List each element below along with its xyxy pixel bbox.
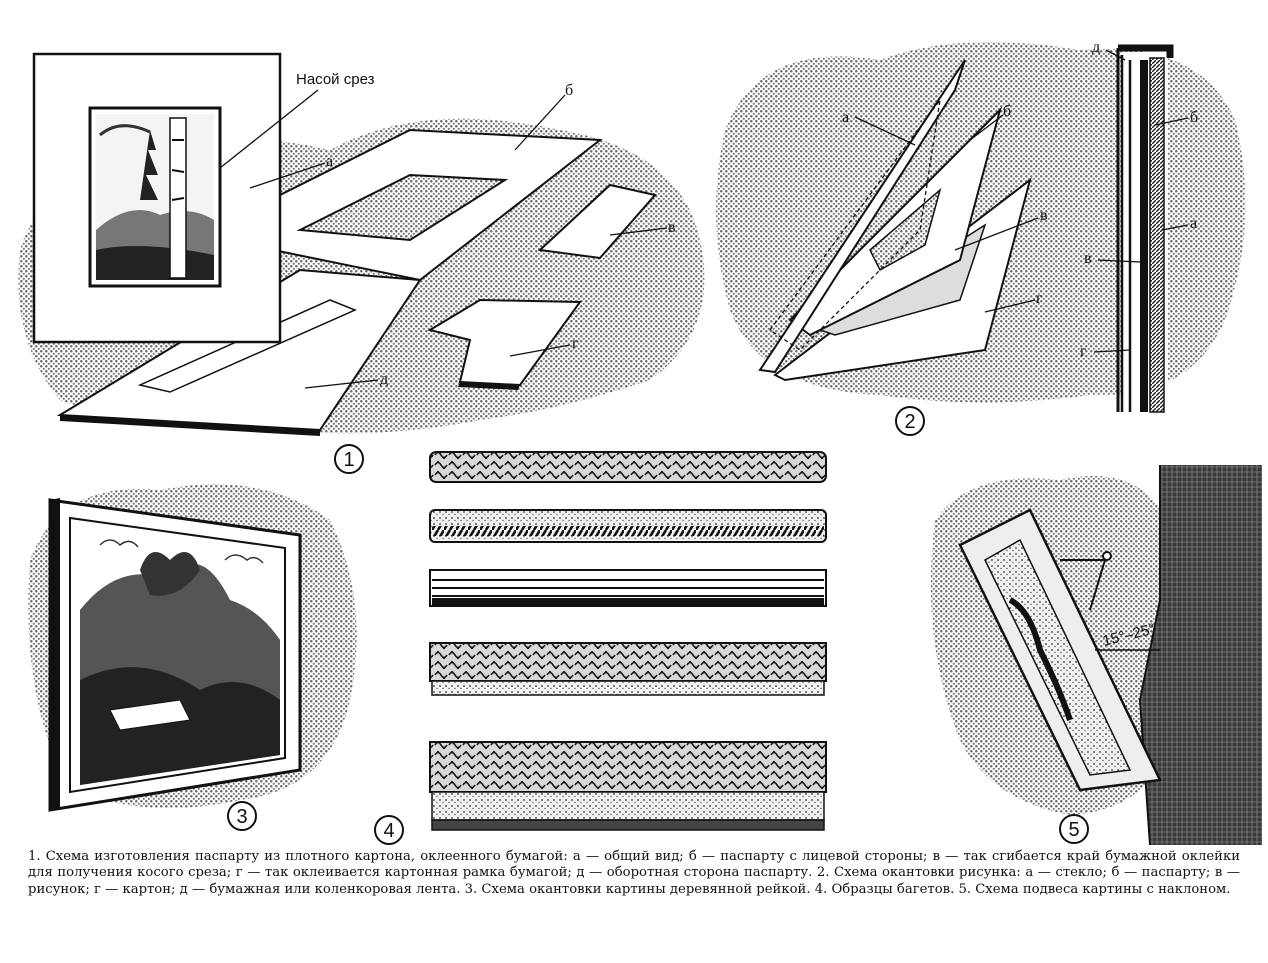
leader-kosoy-srez [219, 89, 319, 169]
leader-2v [954, 217, 1039, 251]
figure-number-4-circle [374, 815, 404, 845]
leader-a [249, 162, 326, 189]
figure-number-2-circle [895, 406, 925, 436]
leader-2b [969, 114, 1004, 141]
figure-caption: 1. Схема изготовления паспарту из плотно… [28, 849, 1240, 897]
figure-number-1: 1 [343, 449, 354, 471]
leader-xs-b [1154, 117, 1189, 126]
figure-5-tilted-hanging: 15°–25° 5 [930, 465, 1262, 845]
figure-2-framing-scheme: а б в г д б а в г 2 [716, 39, 1246, 436]
figure-number-3: 3 [236, 806, 247, 828]
label-1v: в [668, 219, 676, 236]
back-side-edge [60, 415, 320, 436]
glass-outline-dashed [769, 99, 941, 351]
leader-2a [854, 116, 916, 146]
tilted-frame-inner [984, 538, 1132, 776]
leader-2g [984, 299, 1036, 313]
baguette-4 [429, 642, 827, 696]
passepartout-window [296, 173, 509, 242]
leader-v [609, 227, 668, 236]
figure-4-baguette-samples: 4 [374, 451, 827, 845]
figure-3-framed-picture: 3 [28, 484, 357, 831]
figure-number-2: 2 [904, 411, 915, 433]
glass-sheet [758, 59, 966, 374]
figure-1-passepartout-parts: Насой срез а б в г д 1 [18, 52, 705, 474]
label-xs-g: г [1080, 343, 1087, 360]
folded-edge-piece [537, 183, 657, 260]
baguette-3 [429, 569, 827, 607]
label-1b: б [565, 82, 573, 99]
label-1g: г [572, 335, 579, 352]
leader-g [509, 344, 571, 357]
label-xs-v: в [1084, 250, 1092, 267]
label-xs-d: д [1092, 39, 1100, 56]
frame-side [50, 498, 60, 810]
label-2g: г [1036, 290, 1043, 307]
baguette-5 [429, 741, 827, 831]
passepartout-sheet [788, 106, 1002, 337]
leader-xs-a [1161, 224, 1189, 231]
wall [1140, 465, 1262, 845]
figure-number-4: 4 [383, 820, 394, 842]
figure-number-5: 5 [1068, 819, 1079, 841]
landscape-painting [80, 539, 280, 785]
label-xs-a: а [1190, 215, 1197, 232]
figure-number-5-circle [1059, 814, 1089, 844]
cardboard-frame-edge [458, 382, 520, 390]
figure-number-1-circle [334, 444, 364, 474]
hanging-hook [1102, 551, 1112, 561]
label-xs-b: б [1190, 109, 1198, 126]
leader-xs-d [1105, 49, 1126, 61]
tilted-frame-ornament [1008, 597, 1073, 721]
landscape-drawing [96, 114, 214, 280]
label-kosoy-srez: Насой срез [296, 71, 375, 88]
figure-number-3-circle [227, 801, 257, 831]
label-1d: д [380, 371, 388, 388]
leader-d [304, 379, 379, 389]
baguette-1 [429, 451, 827, 483]
leader-b [514, 94, 566, 151]
label-2a: а [842, 109, 849, 126]
illustration-sheet: Насой срез а б в г д 1 [18, 39, 1262, 845]
leader-xs-v [1097, 259, 1141, 263]
passepartout-sheet-window [869, 187, 942, 272]
baguette-2 [429, 509, 827, 543]
label-2v: в [1040, 207, 1048, 224]
leader-xs-g [1093, 349, 1131, 353]
label-2b: б [1003, 103, 1011, 120]
cross-section [1116, 44, 1174, 414]
label-1a: а [326, 153, 333, 170]
